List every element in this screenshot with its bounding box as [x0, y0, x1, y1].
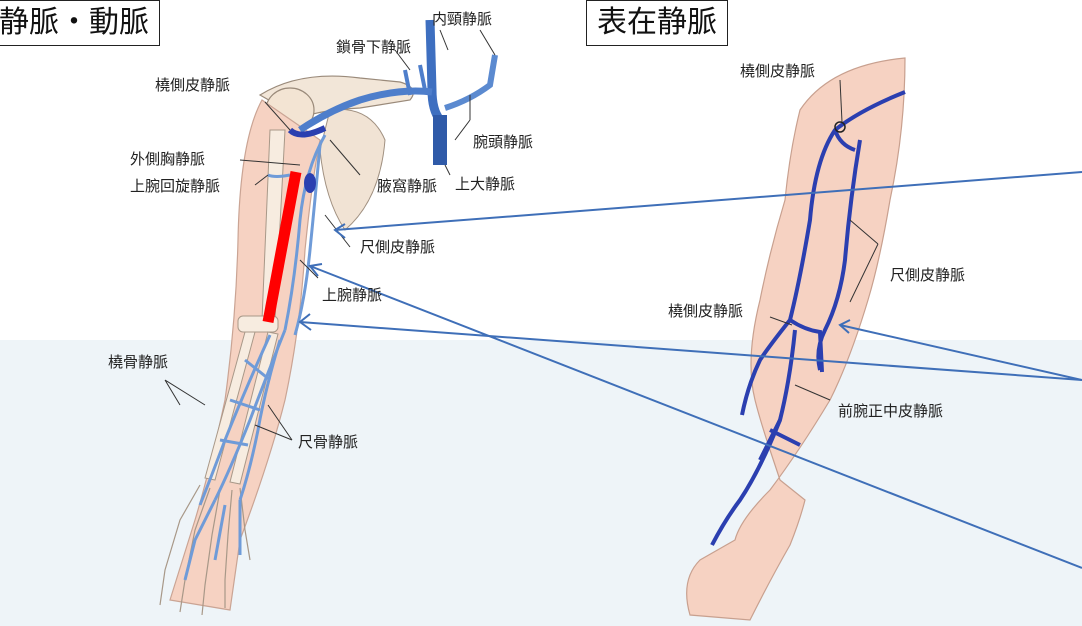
label-internal-jugular: 内頸静脈 [432, 10, 492, 28]
label-radial: 橈骨静脈 [108, 353, 168, 371]
label-basilic-left: 尺側皮静脈 [360, 238, 435, 256]
label-cephalic-left: 橈側皮静脈 [155, 76, 230, 94]
title-right: 表在静脈 [586, 0, 728, 46]
label-ulnar: 尺骨静脈 [298, 433, 358, 451]
label-humeral-circumflex: 上腕回旋静脈 [130, 177, 220, 195]
label-basilic-right: 尺側皮静脈 [890, 266, 965, 284]
label-cephalic-right-top: 橈側皮静脈 [740, 62, 815, 80]
label-brachiocephalic: 腕頭静脈 [473, 133, 533, 151]
label-brachial: 上腕静脈 [322, 286, 382, 304]
background-haze [0, 340, 1082, 626]
label-lateral-thoracic: 外側胸静脈 [130, 150, 205, 168]
label-cephalic-right-mid: 橈側皮静脈 [668, 302, 743, 320]
label-svc: 上大静脈 [455, 175, 515, 193]
scapula [320, 109, 385, 230]
title-left: 静脈・動脈 [0, 0, 160, 46]
label-median-antebrachial: 前腕正中皮静脈 [838, 402, 943, 420]
vein-lateral-thoracic-knot [304, 173, 316, 193]
label-subclavian: 鎖骨下静脈 [336, 38, 411, 56]
label-axillary: 腋窩静脈 [377, 177, 437, 195]
